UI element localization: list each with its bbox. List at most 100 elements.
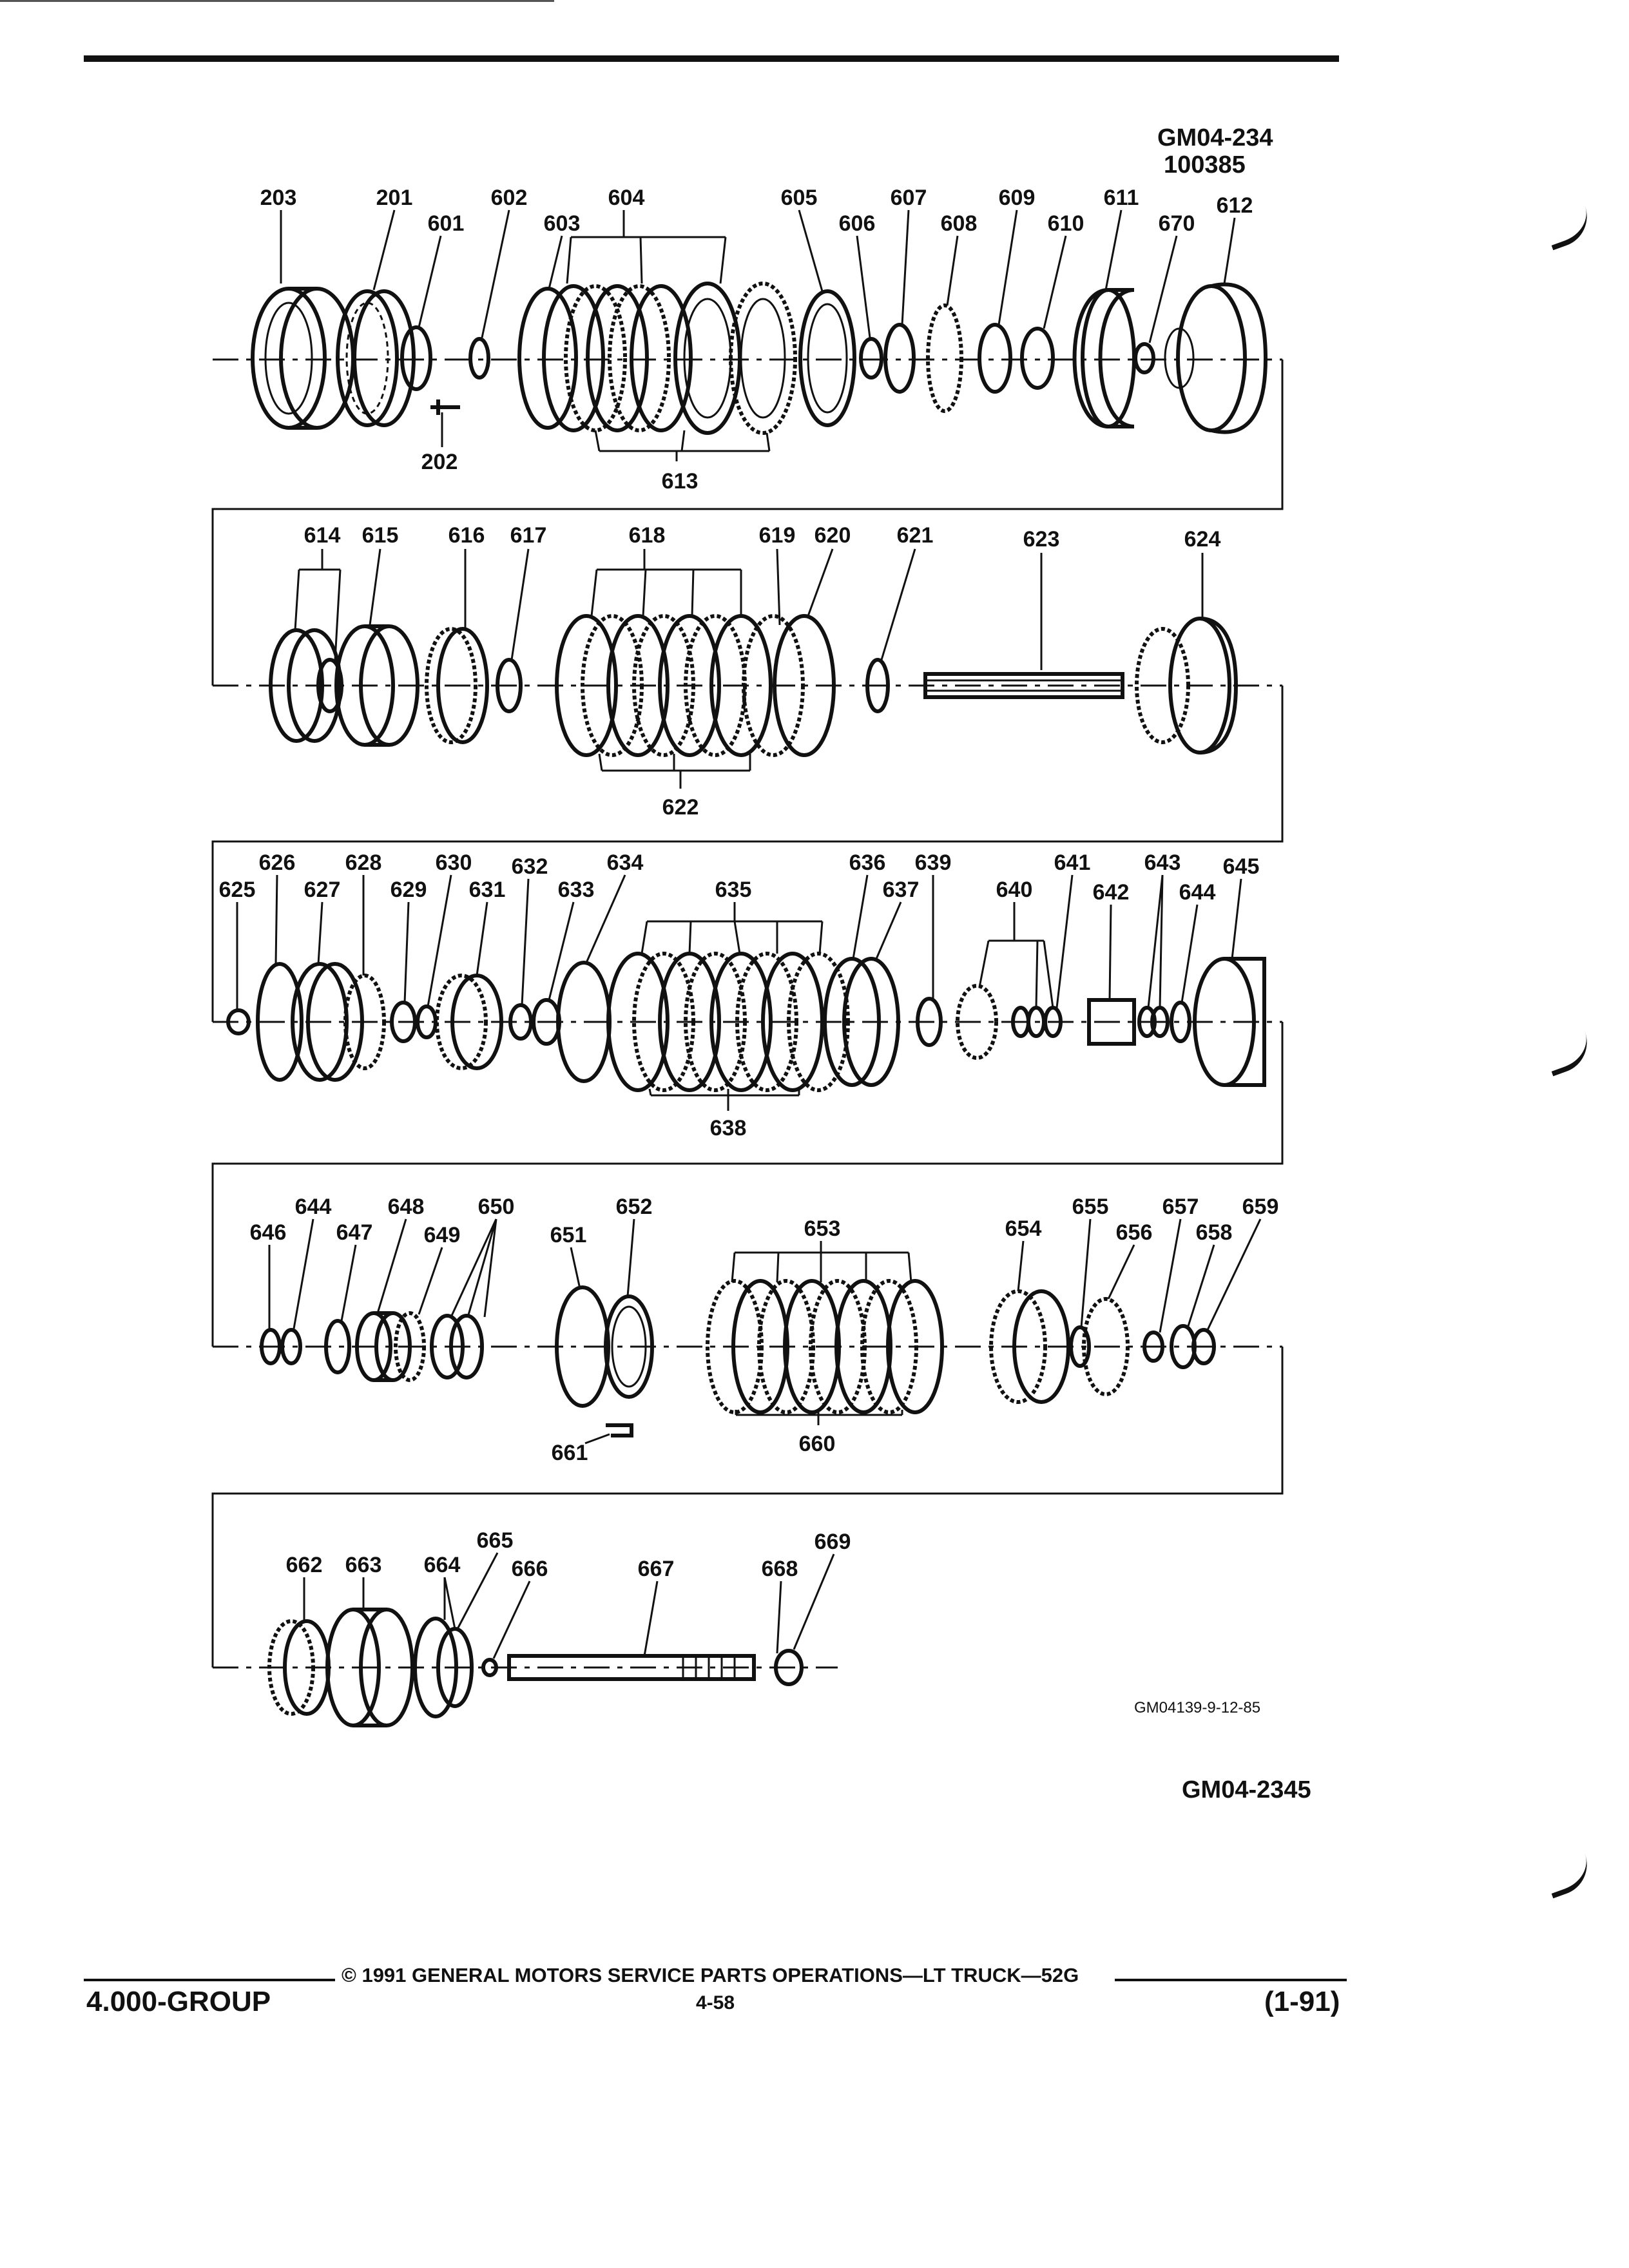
part-label-623: 623 bbox=[1023, 527, 1060, 552]
part-label-640: 640 bbox=[996, 878, 1033, 902]
part-label-662: 662 bbox=[286, 1553, 323, 1577]
part-label-203: 203 bbox=[260, 186, 297, 210]
part-label-643: 643 bbox=[1144, 850, 1181, 875]
part-label-669: 669 bbox=[815, 1530, 851, 1554]
part-label-629: 629 bbox=[390, 878, 427, 902]
part-label-645: 645 bbox=[1223, 854, 1260, 879]
part-label-664: 664 bbox=[424, 1553, 461, 1577]
part-label-663: 663 bbox=[345, 1553, 382, 1577]
footer-page-number: 4-58 bbox=[696, 1992, 735, 2013]
part-label-614: 614 bbox=[304, 523, 341, 548]
part-label-615: 615 bbox=[362, 523, 399, 548]
part-label-624: 624 bbox=[1184, 527, 1221, 552]
part-label-667: 667 bbox=[638, 1557, 675, 1581]
part-label-657: 657 bbox=[1162, 1195, 1199, 1219]
part-label-636: 636 bbox=[849, 850, 886, 875]
part-label-635: 635 bbox=[715, 878, 752, 902]
row-5-labels: 665 669 662 663 664 666 667 668 bbox=[286, 1528, 851, 1581]
part-label-612: 612 bbox=[1217, 193, 1253, 218]
row-4-labels: 644 648 650 652 655 657 659 646 647 649 651 653 654 6… bbox=[250, 1195, 1279, 1465]
part-label-660: 660 bbox=[799, 1432, 836, 1456]
part-label-609: 609 bbox=[999, 186, 1036, 210]
part-label-642: 642 bbox=[1093, 880, 1130, 905]
part-label-656: 656 bbox=[1116, 1220, 1153, 1245]
part-label-638: 638 bbox=[710, 1116, 747, 1140]
part-label-610: 610 bbox=[1048, 211, 1084, 236]
part-label-651: 651 bbox=[550, 1223, 587, 1247]
part-label-655: 655 bbox=[1072, 1195, 1109, 1219]
part-label-608: 608 bbox=[941, 211, 978, 236]
row-3-parts bbox=[226, 952, 1266, 1092]
row-4-parts bbox=[260, 1279, 1216, 1437]
part-label-633: 633 bbox=[558, 878, 595, 902]
part-label-670: 670 bbox=[1159, 211, 1195, 236]
figure-code: GM04139-9-12-85 bbox=[1134, 1699, 1260, 1716]
part-label-644: 644 bbox=[295, 1195, 332, 1219]
part-label-653: 653 bbox=[804, 1216, 841, 1241]
part-label-202: 202 bbox=[421, 450, 458, 474]
part-label-625: 625 bbox=[219, 878, 256, 902]
part-label-628: 628 bbox=[345, 850, 382, 875]
part-label-626: 626 bbox=[259, 850, 296, 875]
part-label-654: 654 bbox=[1005, 1216, 1042, 1241]
row-1-leaders bbox=[280, 209, 1236, 461]
part-label-627: 627 bbox=[304, 878, 341, 902]
part-label-647: 647 bbox=[336, 1220, 373, 1245]
part-label-605: 605 bbox=[781, 186, 818, 210]
part-label-650: 650 bbox=[478, 1195, 515, 1219]
part-label-639: 639 bbox=[915, 850, 952, 875]
top-rule bbox=[84, 55, 1339, 62]
diagram-date-code: 100385 bbox=[1164, 151, 1246, 178]
part-label-601: 601 bbox=[428, 211, 465, 236]
footer-rule-left bbox=[84, 1979, 335, 1981]
row-3-leaders bbox=[236, 874, 1242, 1111]
part-label-666: 666 bbox=[512, 1557, 548, 1581]
part-label-622: 622 bbox=[662, 795, 699, 820]
part-label-661: 661 bbox=[552, 1441, 588, 1465]
footer-rule-right bbox=[1115, 1979, 1347, 1981]
part-label-603: 603 bbox=[544, 211, 581, 236]
part-label-637: 637 bbox=[883, 878, 920, 902]
part-label-632: 632 bbox=[512, 854, 548, 879]
part-label-631: 631 bbox=[469, 878, 506, 902]
part-label-618: 618 bbox=[629, 523, 666, 548]
part-label-619: 619 bbox=[759, 523, 796, 548]
row-3-labels: 626 628 630 632 634 636 639 641 643 645 625 627 629 6… bbox=[219, 850, 1260, 1140]
flow-frame bbox=[211, 358, 1284, 1669]
part-label-658: 658 bbox=[1196, 1220, 1233, 1245]
row-4-leaders bbox=[268, 1218, 1262, 1445]
part-label-641: 641 bbox=[1054, 850, 1091, 875]
part-label-604: 604 bbox=[608, 186, 645, 210]
diagram-code: GM04-234 bbox=[1157, 124, 1273, 151]
part-label-646: 646 bbox=[250, 1220, 287, 1245]
part-label-649: 649 bbox=[424, 1223, 461, 1247]
part-label-634: 634 bbox=[607, 850, 644, 875]
part-label-201: 201 bbox=[376, 186, 413, 210]
part-label-648: 648 bbox=[388, 1195, 425, 1219]
part-label-620: 620 bbox=[815, 523, 851, 548]
part-label-613: 613 bbox=[662, 469, 699, 494]
footer-copyright: © 1991 GENERAL MOTORS SERVICE PARTS OPER… bbox=[342, 1964, 1079, 1986]
footer-revision: (1-91) bbox=[1264, 1986, 1340, 2017]
part-label-607: 607 bbox=[891, 186, 927, 210]
part-label-611: 611 bbox=[1104, 186, 1139, 210]
row-2-leaders bbox=[294, 548, 1204, 789]
footer-group: 4.000-GROUP bbox=[86, 1986, 271, 2017]
part-label-665: 665 bbox=[477, 1528, 514, 1553]
part-label-668: 668 bbox=[762, 1557, 798, 1581]
row-5-leaders bbox=[303, 1552, 835, 1659]
part-label-659: 659 bbox=[1242, 1195, 1279, 1219]
row-2-parts bbox=[269, 614, 1239, 757]
part-label-630: 630 bbox=[436, 850, 472, 875]
part-label-617: 617 bbox=[510, 523, 547, 548]
top-edge-line bbox=[0, 0, 554, 2]
part-label-606: 606 bbox=[839, 211, 876, 236]
row-1-parts bbox=[251, 282, 1268, 435]
figure-ref-code: GM04-2345 bbox=[1182, 1776, 1311, 1803]
part-label-616: 616 bbox=[448, 523, 485, 548]
row-5-parts bbox=[267, 1608, 804, 1727]
part-label-652: 652 bbox=[616, 1195, 653, 1219]
